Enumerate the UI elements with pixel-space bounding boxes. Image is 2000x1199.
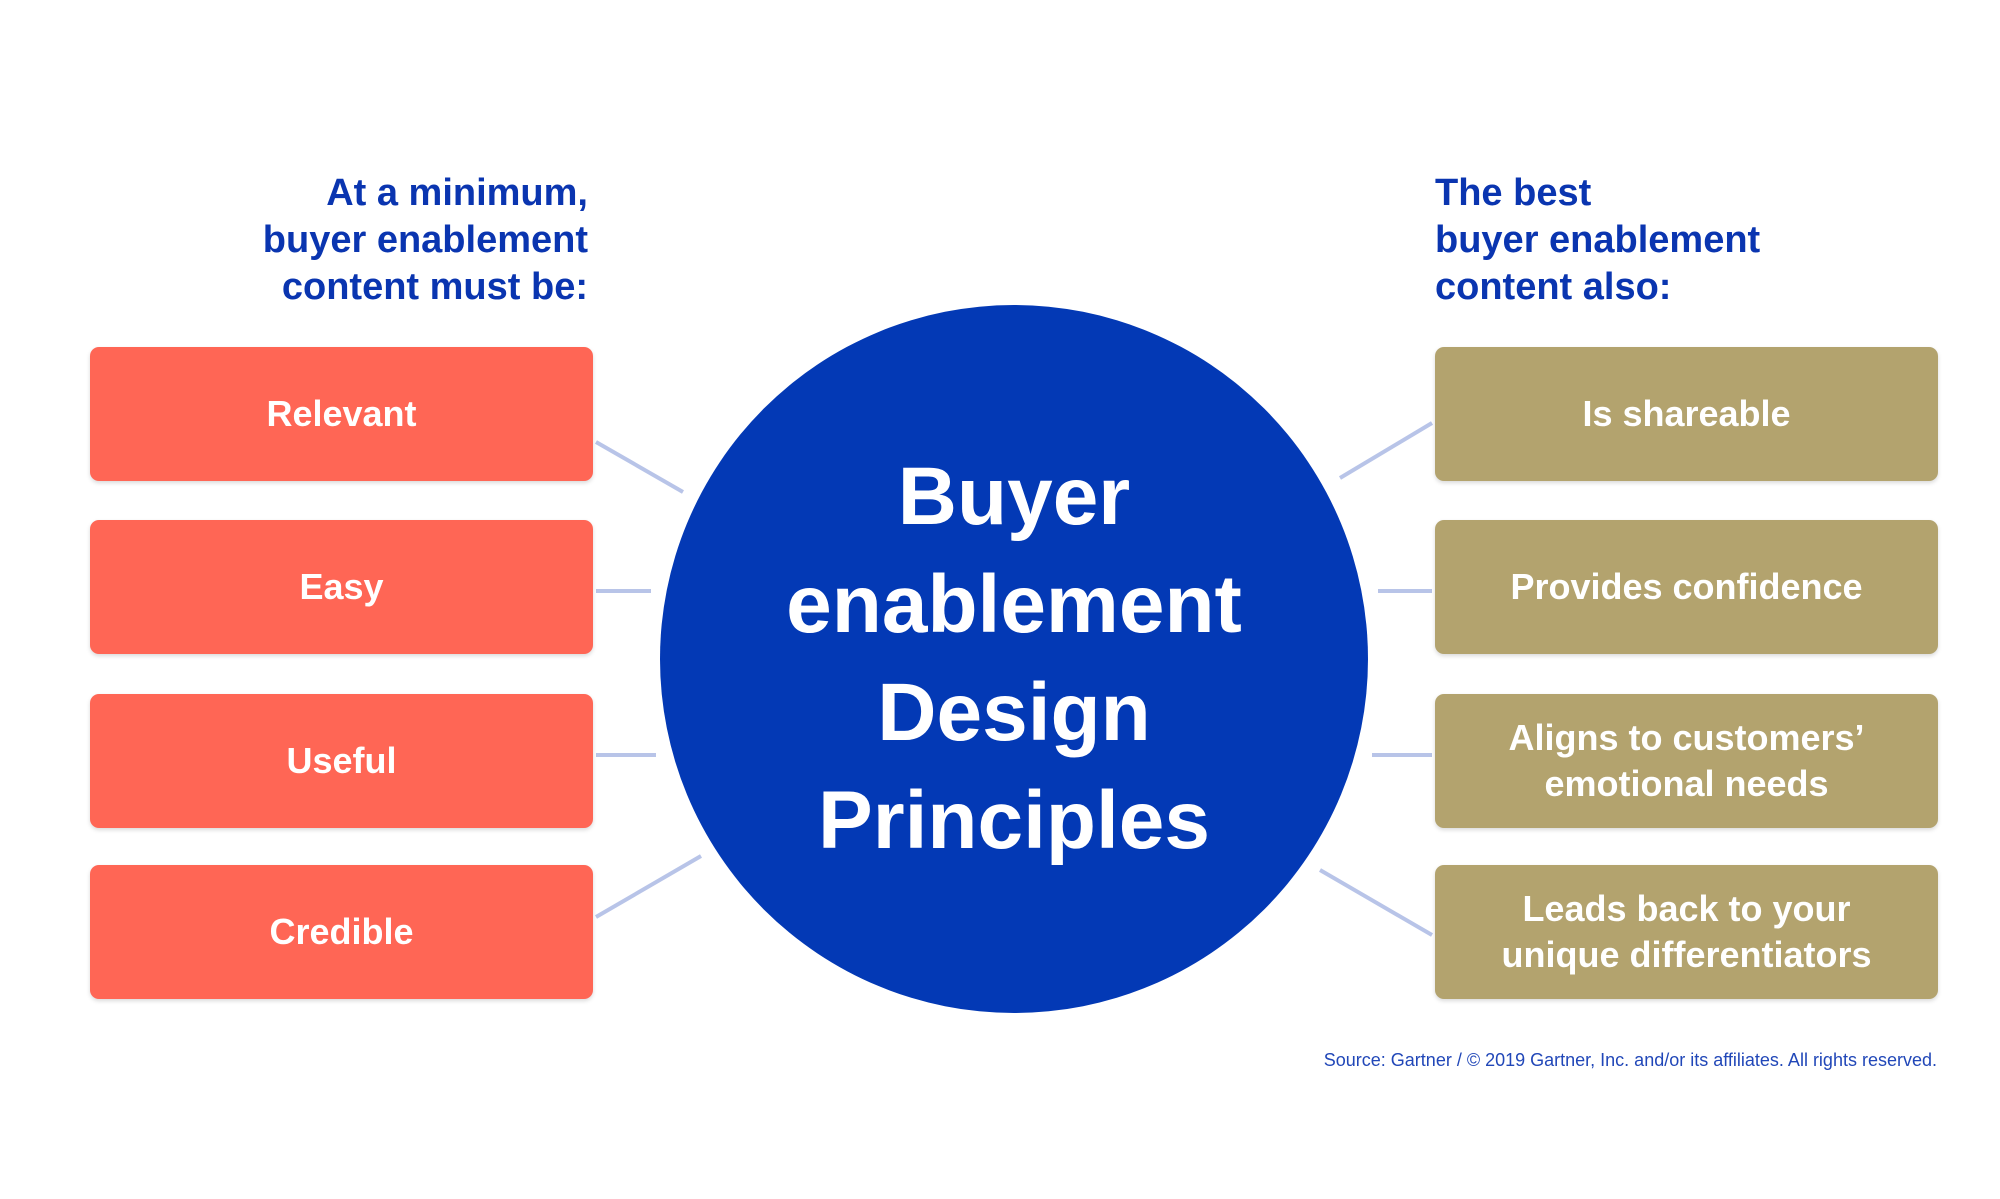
center-title-line: Design [877, 667, 1151, 758]
box-emotional-needs: Aligns to customers’ emotional needs [1435, 694, 1938, 828]
box-shareable: Is shareable [1435, 347, 1938, 481]
connector-shareable [1338, 421, 1434, 480]
box-relevant: Relevant [90, 347, 593, 481]
center-title-line: enablement [786, 559, 1242, 650]
box-label: unique differentiators [1501, 934, 1872, 975]
box-differentiators: Leads back to your unique differentiators [1435, 865, 1938, 999]
center-title-line: Buyer [897, 451, 1131, 542]
connector-credible [594, 854, 703, 919]
center-circle: Buyer enablement Design Principles [660, 305, 1368, 1013]
right-heading: The best buyer enablement content also: [1435, 170, 1760, 311]
right-heading-line: The best [1435, 172, 1592, 214]
source-note: Source: Gartner / © 2019 Gartner, Inc. a… [1323, 1050, 1937, 1070]
box-useful: Useful [90, 694, 593, 828]
right-heading-line: content also: [1435, 266, 1672, 308]
left-heading-line: buyer enablement [262, 219, 588, 261]
box-label: Leads back to your [1522, 888, 1851, 929]
box-label: Provides confidence [1510, 566, 1863, 607]
left-heading-line: At a minimum, [326, 172, 588, 214]
box-easy: Easy [90, 520, 593, 654]
connector-relevant [595, 440, 684, 494]
left-heading-line: content must be: [281, 266, 588, 308]
box-label: Credible [269, 911, 414, 952]
box-label: Useful [286, 740, 397, 781]
box-confidence: Provides confidence [1435, 520, 1938, 654]
box-credible: Credible [90, 865, 593, 999]
box-label: emotional needs [1544, 763, 1829, 804]
connector-differentiators [1318, 868, 1434, 937]
center-title-line: Principles [818, 775, 1210, 866]
box-label: Aligns to customers’ [1508, 717, 1865, 758]
box-label: Easy [299, 566, 384, 607]
box-label: Relevant [266, 393, 417, 434]
left-heading: At a minimum, buyer enablement content m… [263, 170, 588, 311]
box-label: Is shareable [1582, 393, 1791, 434]
right-heading-line: buyer enablement [1435, 219, 1761, 261]
